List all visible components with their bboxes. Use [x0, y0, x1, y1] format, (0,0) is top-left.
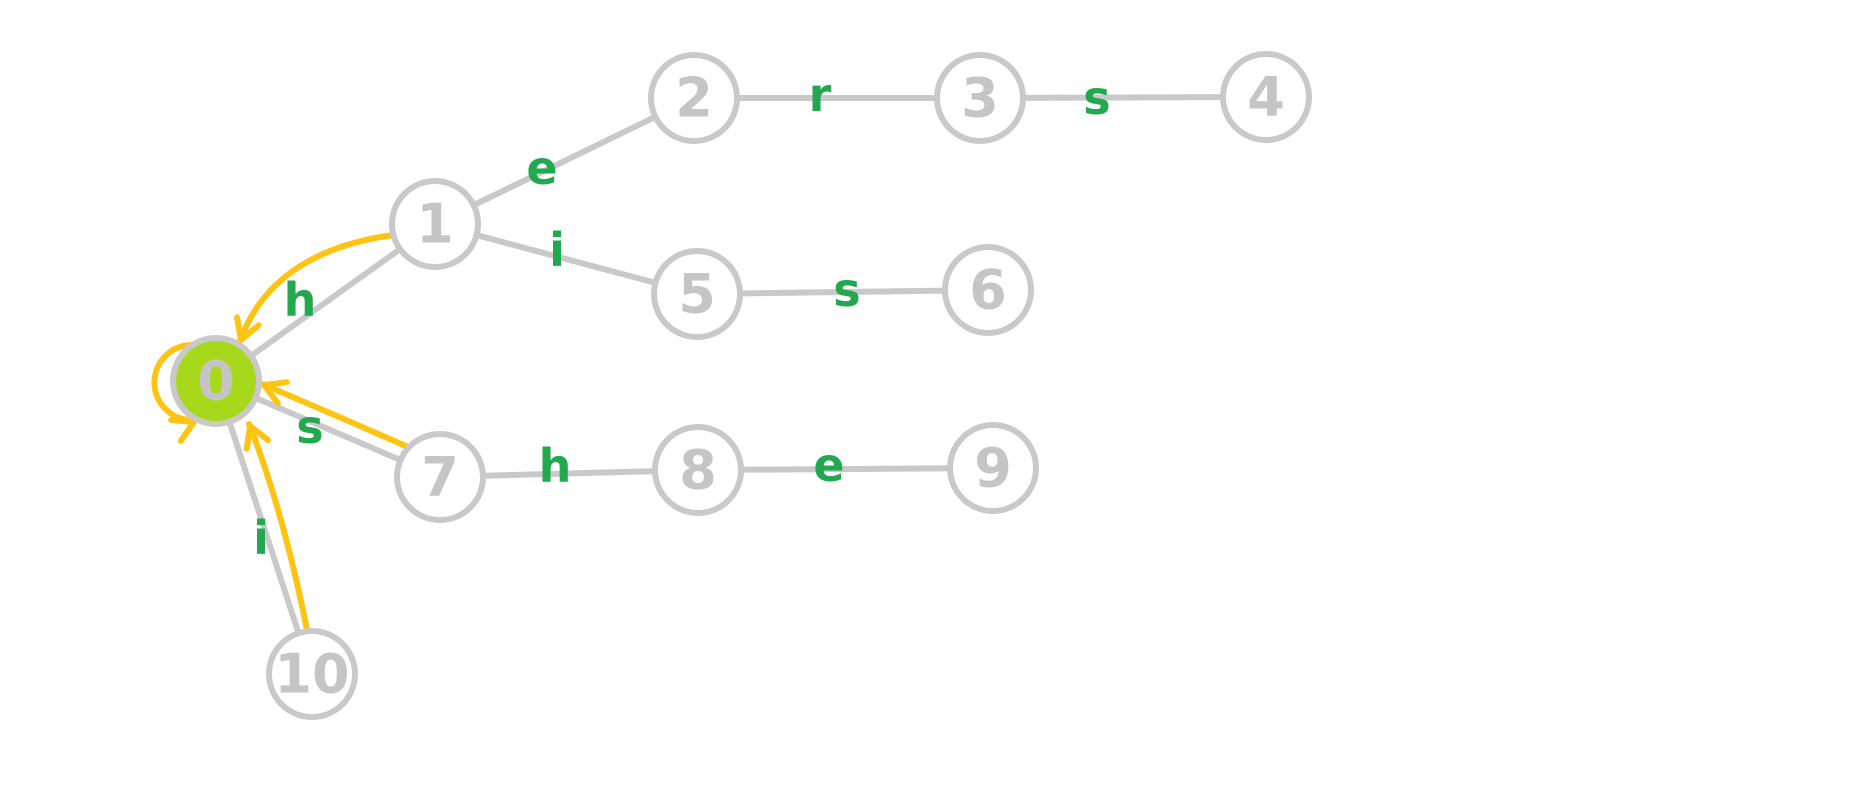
node-7-label: 7: [421, 446, 459, 509]
edge-2-3-label: r: [809, 68, 832, 122]
failure-link-10-0: [246, 421, 310, 633]
node-0-highlighted: [170, 335, 262, 427]
failure-link-10-0-arrowhead: [243, 423, 272, 452]
failure-link-0-0-arrowhead: [168, 416, 197, 444]
failure-link-7-0: [259, 381, 411, 450]
node-9: [947, 422, 1039, 514]
node-2: [648, 52, 740, 144]
edge-0-10: [213, 380, 315, 675]
node-5-label: 5: [678, 263, 716, 326]
node-4-label: 4: [1247, 66, 1285, 129]
edge-1-2: [433, 95, 696, 227]
failure-link-1-0-arrowhead: [234, 314, 262, 343]
edge-3-4-label: s: [1083, 71, 1110, 125]
node-8: [652, 424, 744, 516]
node-3: [934, 52, 1026, 144]
edge-1-5-label: i: [549, 223, 565, 277]
node-4: [1220, 51, 1312, 143]
node-0-label: 0: [197, 350, 235, 413]
node-5: [651, 248, 743, 340]
edge-7-8-label: h: [539, 439, 572, 493]
edge-3-4: [979, 94, 1267, 101]
node-3-label: 3: [961, 67, 999, 130]
node-6-label: 6: [969, 259, 1007, 322]
edge-0-7-label: s: [296, 400, 323, 454]
failure-link-7-0-arrowhead: [261, 379, 290, 407]
node-2-label: 2: [675, 67, 713, 130]
node-1: [389, 178, 481, 270]
node-9-label: 9: [974, 437, 1012, 500]
edge-1-2-label: e: [526, 141, 557, 195]
node-10-label: 10: [274, 643, 349, 706]
edge-5-6-label: s: [833, 263, 860, 317]
edge-0-1-label: h: [284, 273, 317, 327]
edge-5-6: [696, 287, 989, 297]
edge-8-9-label: e: [813, 438, 844, 492]
node-6: [942, 244, 1034, 336]
node-1-label: 1: [416, 193, 454, 256]
edge-8-9: [697, 465, 994, 473]
node-7: [394, 431, 486, 523]
edge-0-10-label: i: [253, 511, 269, 565]
node-10: [266, 628, 358, 720]
node-8-label: 8: [679, 439, 717, 502]
failure-link-1-0: [237, 232, 396, 344]
failure-link-0-0: [151, 341, 197, 423]
